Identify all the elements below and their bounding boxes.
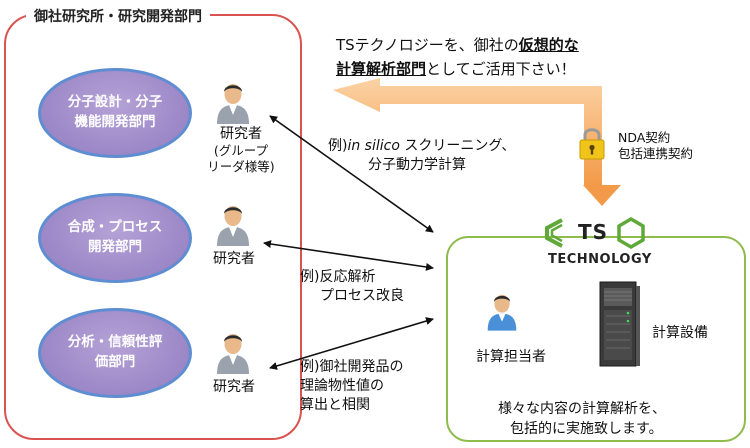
- dept-analysis-reliability: 分析・信頼性評 価部門: [38, 308, 192, 398]
- dept-molecular-design: 分子設計・分子 機能開発部門: [38, 68, 192, 158]
- calc-staff-icon: [487, 294, 517, 331]
- group-title: 御社研究所・研究開発部門: [26, 6, 210, 26]
- ts-description-line-1: 様々な内容の計算解析を、: [498, 401, 666, 417]
- ts-technology-box: [446, 236, 746, 442]
- server-rack-icon: [599, 281, 640, 367]
- logo-technology-text: TECHNOLOGY: [548, 252, 652, 267]
- ts-logo-left-icon: [545, 218, 563, 248]
- calc-staff-label: 計算担当者: [476, 349, 546, 365]
- example-2: 例)反応解析 プロセス改良: [300, 269, 404, 304]
- researcher-label: 研究者: [220, 126, 262, 142]
- equipment-label: 計算設備: [652, 325, 708, 341]
- researcher-label: 研究者: [213, 251, 255, 267]
- researcher-sub-label: (グループ リーダ様等): [207, 143, 275, 175]
- researcher-icon: [217, 84, 249, 124]
- contract-label: NDA契約 包括連携契約: [618, 130, 694, 162]
- example-1: 例)in silico スクリーニング、 分子動力学計算: [328, 138, 516, 173]
- dept-synthesis-process: 合成・プロセス 開発部門: [38, 193, 192, 283]
- researcher-icon: [217, 206, 249, 246]
- ts-logo-hexagon-icon: [617, 216, 645, 250]
- researcher-icon: [217, 334, 249, 374]
- arrow-link-2: [263, 240, 434, 271]
- arrow-link-3: [269, 317, 434, 370]
- example-3: 例)御社開発品の 理論物性値の 算出と相関: [300, 359, 404, 413]
- message-line-2: 計算解析部門としてご活用下さい！: [336, 60, 576, 78]
- ts-description-line-2: 包括的に実施致します。: [510, 421, 663, 437]
- arrow-link-1: [269, 115, 434, 233]
- lock-icon: [579, 128, 605, 160]
- orange-service-arrow: [333, 78, 621, 206]
- researcher-label: 研究者: [213, 379, 255, 395]
- logo-ts-text: TS: [578, 220, 609, 244]
- message-line-1: TSテクノロジーを、御社の仮想的な: [336, 36, 579, 54]
